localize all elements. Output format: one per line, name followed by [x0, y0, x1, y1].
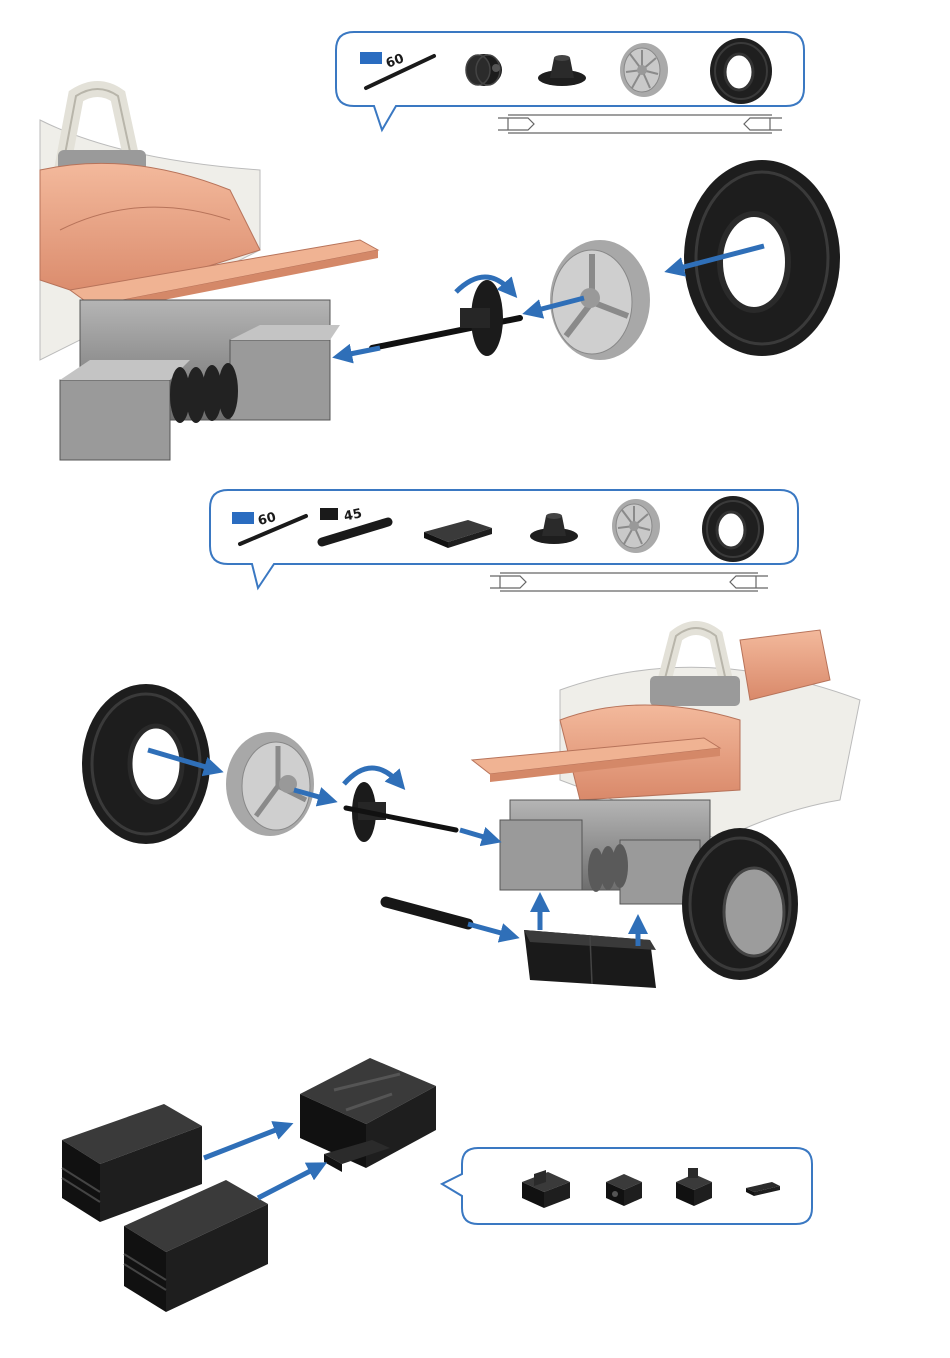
building-block-15-icon [602, 1166, 646, 1210]
scale-ruler [486, 570, 772, 594]
hub-nut-icon [534, 50, 590, 90]
tire-icon [706, 36, 776, 106]
axle-60-icon [232, 506, 312, 550]
step3-parts-callout [440, 1146, 816, 1228]
building-block-cross-icon [672, 1164, 716, 1210]
spring-collar-icon [460, 48, 510, 90]
rim-icon [608, 496, 664, 556]
tire-icon [698, 494, 768, 564]
axle-60-icon [360, 48, 440, 98]
scale-ruler [494, 112, 786, 136]
rim-icon [616, 40, 672, 100]
flat-plate-icon [420, 512, 496, 552]
axle-45-icon [316, 508, 396, 552]
small-connector-icon [744, 1176, 784, 1200]
building-block-30-icon [518, 1162, 576, 1212]
hub-nut-icon [526, 508, 582, 548]
